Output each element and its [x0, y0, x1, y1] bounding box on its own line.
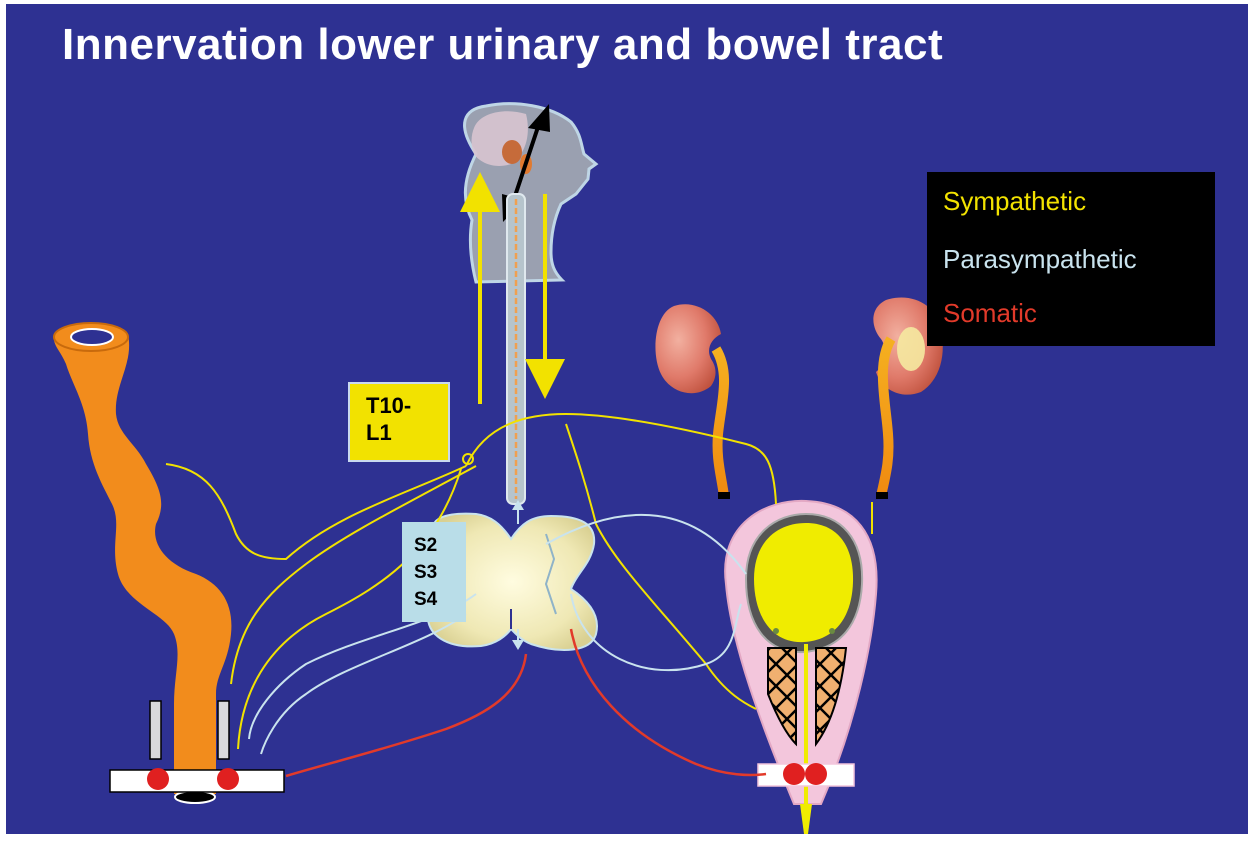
slide: Innervation lower urinary and bowel trac…: [6, 4, 1248, 834]
segment-s4: S4: [414, 586, 466, 613]
head-silhouette: [465, 104, 596, 282]
legend: Sympathetic Parasympathetic Somatic: [927, 172, 1215, 346]
innervation-diagram: [6, 4, 1248, 834]
segment-s2: S2: [414, 532, 466, 559]
segment-l1: L1: [366, 419, 448, 446]
legend-sympathetic: Sympathetic: [943, 186, 1086, 217]
left-kidney: [655, 304, 721, 393]
thoracolumbar-segment-label: T10- L1: [348, 382, 450, 462]
segment-s3: S3: [414, 559, 466, 586]
legend-somatic: Somatic: [943, 298, 1037, 329]
legend-parasympathetic: Parasympathetic: [943, 244, 1137, 275]
urethral-sphincter: [758, 763, 854, 786]
bowel-colon: [54, 323, 231, 803]
bladder: [725, 501, 876, 804]
left-ureter: [716, 349, 724, 496]
sacral-segment-label: S2 S3 S4: [402, 522, 466, 622]
segment-t10: T10-: [366, 392, 448, 419]
